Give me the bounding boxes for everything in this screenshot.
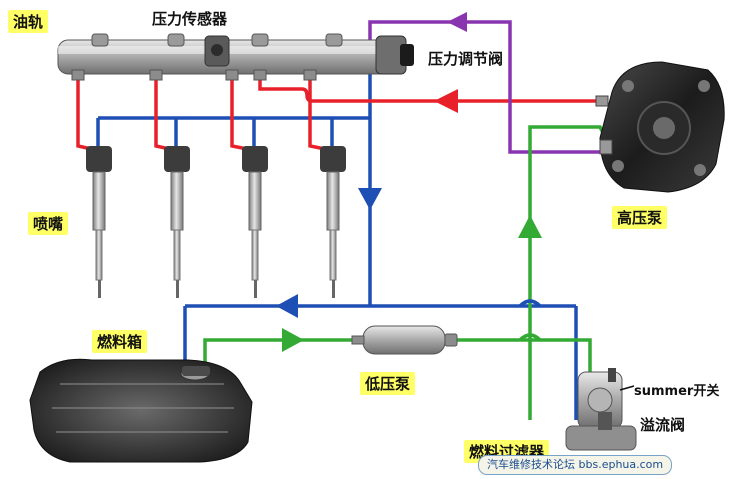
injector-3 [242,146,268,298]
supply-pump-to-overflow [455,338,592,372]
overflow-valve-body [598,412,612,430]
arrow-red [434,89,458,113]
fuel-filter-assembly [565,368,637,451]
injectors [86,146,346,298]
flow-arrows [276,12,542,352]
pressure-regulator-label: 压力调节阀 [428,50,504,68]
pressure-sensor-label: 压力传感器 [152,10,228,28]
overflow-valve-label: 溢流阀 [640,416,686,434]
injector-1 [86,146,112,298]
high-pressure-pump-label: 高压泵 [612,206,668,229]
rail-label: 油轨 [8,10,49,33]
arrow-blue-down [358,188,382,210]
hp-injector-line-2 [154,76,175,152]
arrow-blue-left [276,294,298,318]
fuel-rail [57,33,414,81]
hp-injector-line-1 [76,76,97,152]
hp-injector-line-4 [308,76,331,152]
purple-control-line [368,20,610,154]
fuel-tank [29,358,253,463]
hp-pump-to-rail [258,76,602,103]
injector-2 [164,146,190,298]
summer-pointer [619,385,635,391]
injector-4 [320,146,346,298]
arrow-green-up [518,215,542,238]
high-pressure-pump [595,61,725,193]
watermark: 汽车维修技术论坛 bbs.ephua.com [478,455,673,475]
supply-from-tank [203,338,363,372]
summer-switch-label: summer开关 [634,384,720,399]
fuel-tank-label: 燃料箱 [92,330,148,353]
crossover-bumps [518,299,542,342]
arrow-green-right [282,328,304,352]
low-pressure-pump-label: 低压泵 [360,372,416,395]
red-high-pressure-lines [76,76,602,152]
injector-label: 喷嘴 [28,212,69,235]
low-pressure-pump [351,325,458,355]
arrow-purple [447,12,467,32]
hp-injector-line-3 [230,76,253,152]
